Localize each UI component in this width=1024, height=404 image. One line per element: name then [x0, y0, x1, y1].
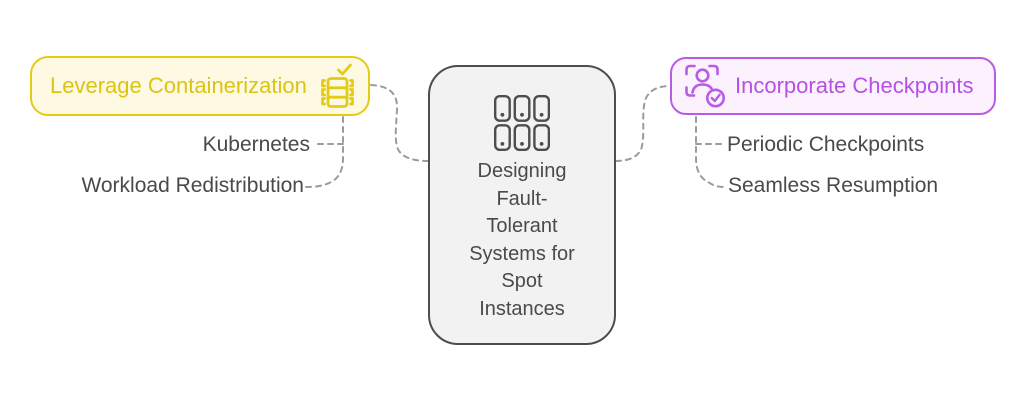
- leaf-workload-redistribution[interactable]: Workload Redistribution: [81, 174, 304, 197]
- leaf-periodic-checkpoints[interactable]: Periodic Checkpoints: [727, 133, 925, 156]
- node-incorporate-checkpoints-label: Incorporate Checkpoints: [735, 73, 974, 98]
- node-leverage-containerization-label: Leverage Containerization: [50, 73, 307, 98]
- connector-left-drop: [305, 116, 344, 188]
- person-scan-check-icon: [684, 63, 726, 109]
- node-central-topic[interactable]: Designing Fault-Tolerant Systems for Spo…: [428, 65, 616, 345]
- connector-left-main: [370, 84, 429, 162]
- connector-right-drop: [695, 116, 725, 188]
- node-leverage-containerization[interactable]: Leverage Containerization: [30, 56, 370, 116]
- leaf-seamless-resumption[interactable]: Seamless Resumption: [728, 174, 939, 197]
- server-instances-grid-icon: [494, 95, 550, 151]
- node-incorporate-checkpoints[interactable]: Incorporate Checkpoints: [670, 57, 996, 115]
- container-stack-check-icon: [319, 61, 356, 111]
- leaf-kubernetes[interactable]: Kubernetes: [202, 133, 310, 156]
- central-topic-title: Designing Fault-Tolerant Systems for Spo…: [469, 160, 575, 320]
- connector-right-main: [615, 85, 671, 162]
